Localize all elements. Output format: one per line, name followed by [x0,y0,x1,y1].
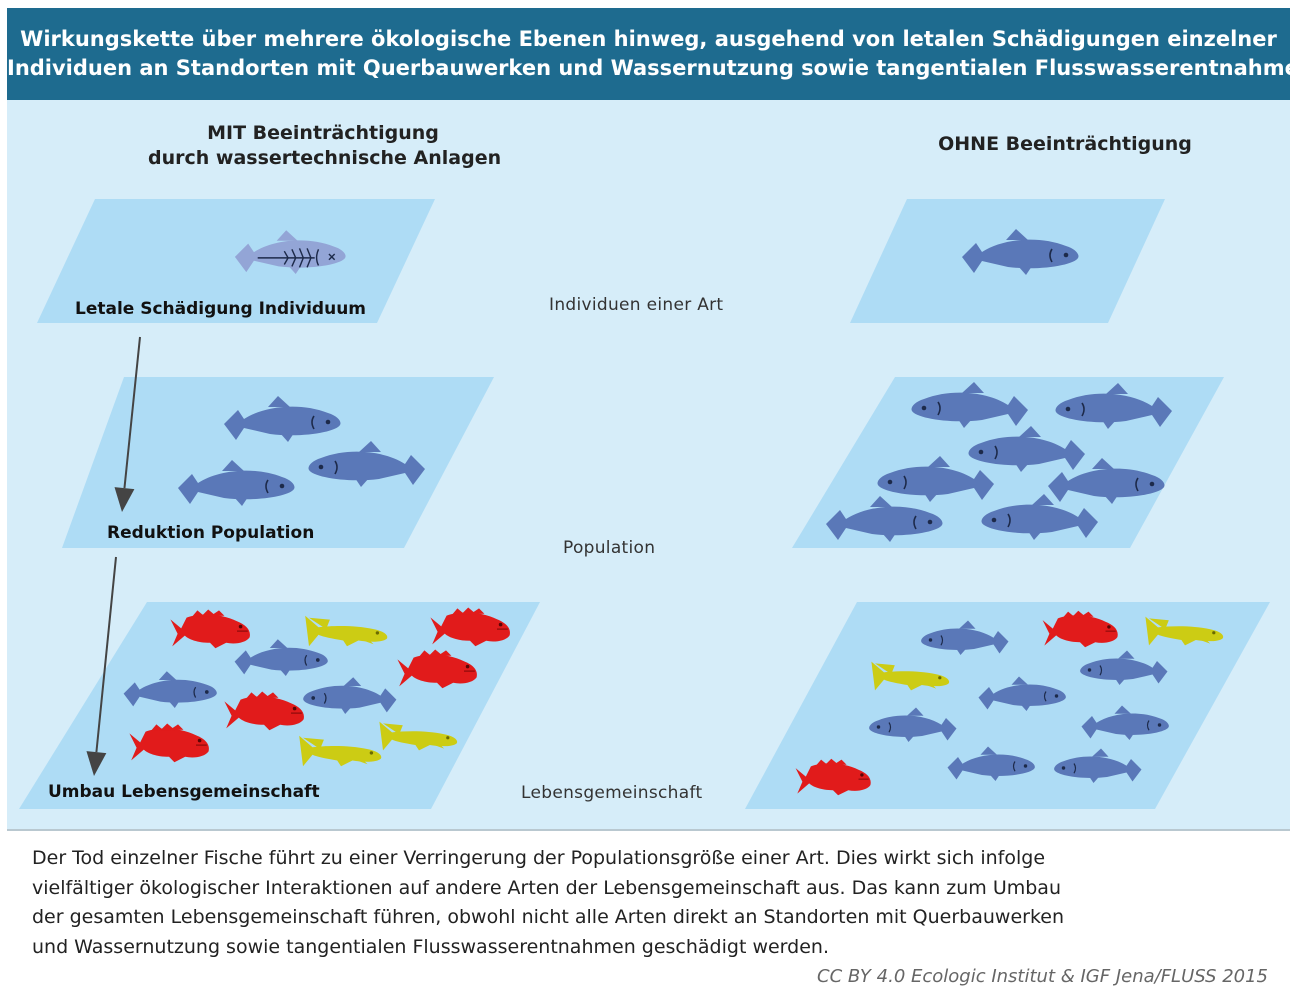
diagram-panel: MIT Beeinträchtigung durch wassertechnis… [7,100,1290,831]
level-label-individuals: Individuen einer Art [549,295,723,315]
left-heading-line-1: MIT Beeinträchtigung [148,121,498,146]
label-community-restructuring: Umbau Lebensgemeinschaft [48,782,320,802]
title-line-2: Individuen an Standorten mit Querbauwerk… [7,54,1290,83]
title-line-1: Wirkungskette über mehrere ökologische E… [7,25,1290,54]
caption-line-2: vielfältiger ökologischer Interaktionen … [32,874,1262,904]
right-column-heading: OHNE Beeinträchtigung [905,132,1225,157]
diagram-canvas [7,100,1290,829]
left-column-heading: MIT Beeinträchtigung durch wassertechnis… [148,121,498,171]
caption-line-4: und Wassernutzung sowie tangentialen Flu… [32,933,1262,963]
title-banner: Wirkungskette über mehrere ökologische E… [7,8,1290,100]
level-label-population: Population [563,538,655,558]
caption-line-1: Der Tod einzelner Fische führt zu einer … [32,844,1262,874]
label-lethal-damage-individual: Letale Schädigung Individuum [75,299,366,319]
credit-line: CC BY 4.0 Ecologic Institut & IGF Jena/F… [817,966,1268,987]
label-population-reduction: Reduktion Population [107,523,314,543]
level-label-community: Lebensgemeinschaft [521,783,702,803]
caption-text: Der Tod einzelner Fische führt zu einer … [32,844,1262,962]
caption-line-3: der gesamten Lebensgemeinschaft führen, … [32,903,1262,933]
left-heading-line-2: durch wassertechnische Anlagen [148,146,498,171]
level-planes [19,199,1270,809]
